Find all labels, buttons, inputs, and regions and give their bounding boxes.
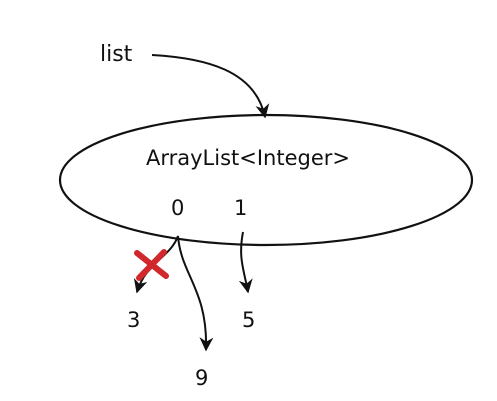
variable-label: list [100, 42, 133, 67]
index0-old-arrow [133, 235, 179, 294]
index-label-1: 1 [234, 196, 248, 220]
list-reference-arrow [151, 54, 270, 119]
arraylist-object-ellipse [58, 113, 474, 247]
value-new-index0: 9 [195, 366, 209, 390]
object-type-label: ArrayList<Integer> [146, 146, 351, 170]
index-label-0: 0 [171, 196, 185, 220]
value-index1: 5 [242, 308, 256, 332]
x-cross-icon [134, 249, 169, 281]
index1-arrow [238, 231, 253, 294]
value-old-index0: 3 [127, 308, 141, 332]
index0-new-arrow [177, 235, 214, 352]
